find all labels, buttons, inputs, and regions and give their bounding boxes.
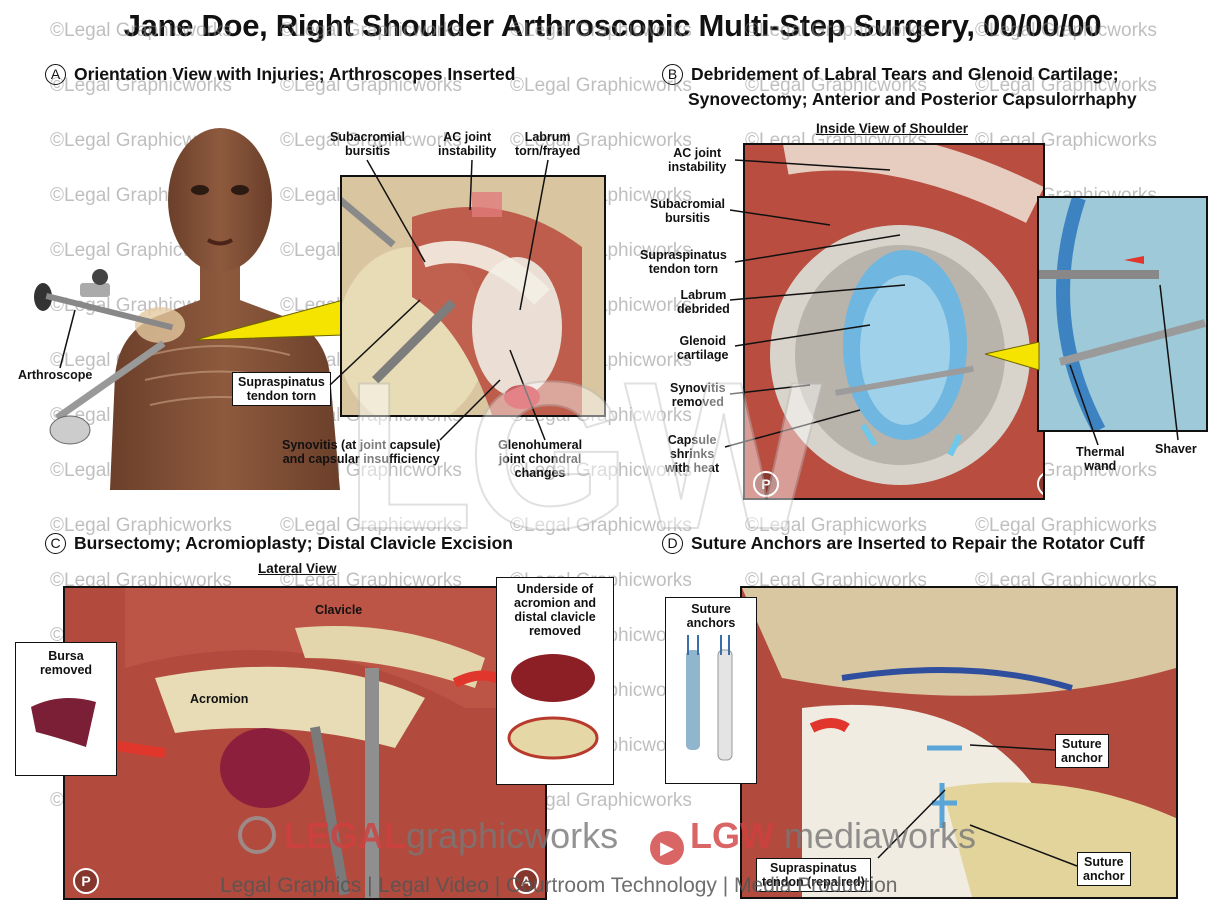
watermark-text: ©Legal Graphicworks — [975, 75, 1157, 96]
watermark-text: ©Legal Graphicworks — [745, 20, 927, 41]
watermark-text: ©Legal Graphicworks — [510, 460, 692, 481]
watermark-text: ©Legal Graphicworks — [50, 20, 232, 41]
watermark-text: ©Legal Graphicworks — [510, 790, 692, 811]
arthroscope-instruments — [34, 269, 174, 445]
label-c-clavicle: Clavicle — [315, 603, 363, 617]
panel-b-subtitle: Inside View of Shoulder — [816, 121, 969, 136]
watermark-text: ©Legal Graphicworks — [975, 570, 1157, 591]
section-c-letter: C — [45, 533, 66, 554]
legal-graphicworks-logo: LEGALgraphicworks — [238, 815, 618, 857]
magnifier-icon — [238, 816, 276, 854]
section-a-title: Orientation View with Injuries; Arthrosc… — [74, 64, 516, 84]
shaver-inset-anatomy — [1039, 198, 1206, 430]
removed-bone-pieces — [507, 654, 599, 760]
panel-c-subtitle: Lateral View — [258, 561, 337, 576]
panel-c-lateral-view: P A — [63, 586, 547, 900]
play-icon: ▶ — [650, 831, 684, 865]
section-b-title-1: Debridement of Labral Tears and Glenoid … — [691, 64, 1119, 84]
branding-tagline: Legal Graphics | Legal Video | Courtroom… — [220, 874, 898, 897]
watermark-text: ©Legal Graphicworks — [975, 515, 1157, 536]
section-d-letter: D — [662, 533, 683, 554]
orientation-p-b: P — [753, 471, 779, 497]
label-a-synovitis: Synovitis (at joint capsule)and capsular… — [282, 438, 441, 466]
zoom-pointer-b — [985, 342, 1040, 371]
watermark-text: ©Legal Graphicworks — [510, 515, 692, 536]
suture-anchor-devices — [686, 635, 733, 761]
section-d-title: Suture Anchors are Inserted to Repair th… — [691, 533, 1145, 553]
panel-b-inside-view: P A — [743, 143, 1045, 500]
panel-b-anatomy — [745, 145, 1043, 498]
label-c-acromion: Acromion — [190, 692, 249, 706]
panel-b-shaver-inset — [1037, 196, 1208, 432]
watermark-text: ©Legal Graphicworks — [745, 75, 927, 96]
page-title: Jane Doe, Right Shoulder Arthroscopic Mu… — [123, 8, 1102, 43]
watermark-text: ©Legal Graphicworks — [510, 20, 692, 41]
watermark-text: ©Legal Graphicworks — [745, 515, 927, 536]
lgw-big-watermark: LGW — [344, 337, 824, 574]
watermark-text: ©Legal Graphicworks — [280, 570, 462, 591]
section-d-heading: D Suture Anchors are Inserted to Repair t… — [662, 533, 1144, 554]
panel-c-anatomy — [65, 588, 545, 898]
watermark-text: ©Legal Graphicworks — [280, 20, 462, 41]
watermark-text: ©Legal Graphicworks — [50, 515, 232, 536]
section-b-heading: B Debridement of Labral Tears and Glenoid… — [662, 64, 1119, 85]
watermark-text: ©Legal Graphicworks — [50, 75, 232, 96]
label-a-arthroscope: Arthroscope — [18, 368, 93, 382]
section-a-letter: A — [45, 64, 66, 85]
panel-a-closeup — [340, 175, 606, 417]
orientation-a-c: A — [513, 868, 539, 894]
watermark-text: ©Legal Graphicworks — [280, 130, 462, 151]
panel-a-anatomy — [342, 177, 604, 415]
lgw-mediaworks-logo: ▶LGW mediaworks — [650, 815, 976, 865]
section-b-title-2: Synovectomy; Anterior and Posterior Caps… — [688, 89, 1137, 109]
label-b-shaver: Shaver — [1155, 442, 1197, 456]
section-c-heading: C Bursectomy; Acromioplasty; Distal Clavi… — [45, 533, 513, 554]
watermark-text: ©Legal Graphicworks — [975, 20, 1157, 41]
bursa-tissue — [31, 698, 96, 747]
section-b-letter: B — [662, 64, 683, 85]
orientation-p-c: P — [73, 868, 99, 894]
watermark-text: ©Legal Graphicworks — [280, 515, 462, 536]
watermark-text: ©Legal Graphicworks — [510, 130, 692, 151]
section-a-heading: A Orientation View with Injuries; Arthros… — [45, 64, 515, 85]
watermark-text: ©Legal Graphicworks — [50, 570, 232, 591]
watermark-text: ©Legal Graphicworks — [510, 75, 692, 96]
watermark-text: ©Legal Graphicworks — [745, 570, 927, 591]
section-c-title: Bursectomy; Acromioplasty; Distal Clavic… — [74, 533, 513, 553]
watermark-text: ©Legal Graphicworks — [280, 75, 462, 96]
